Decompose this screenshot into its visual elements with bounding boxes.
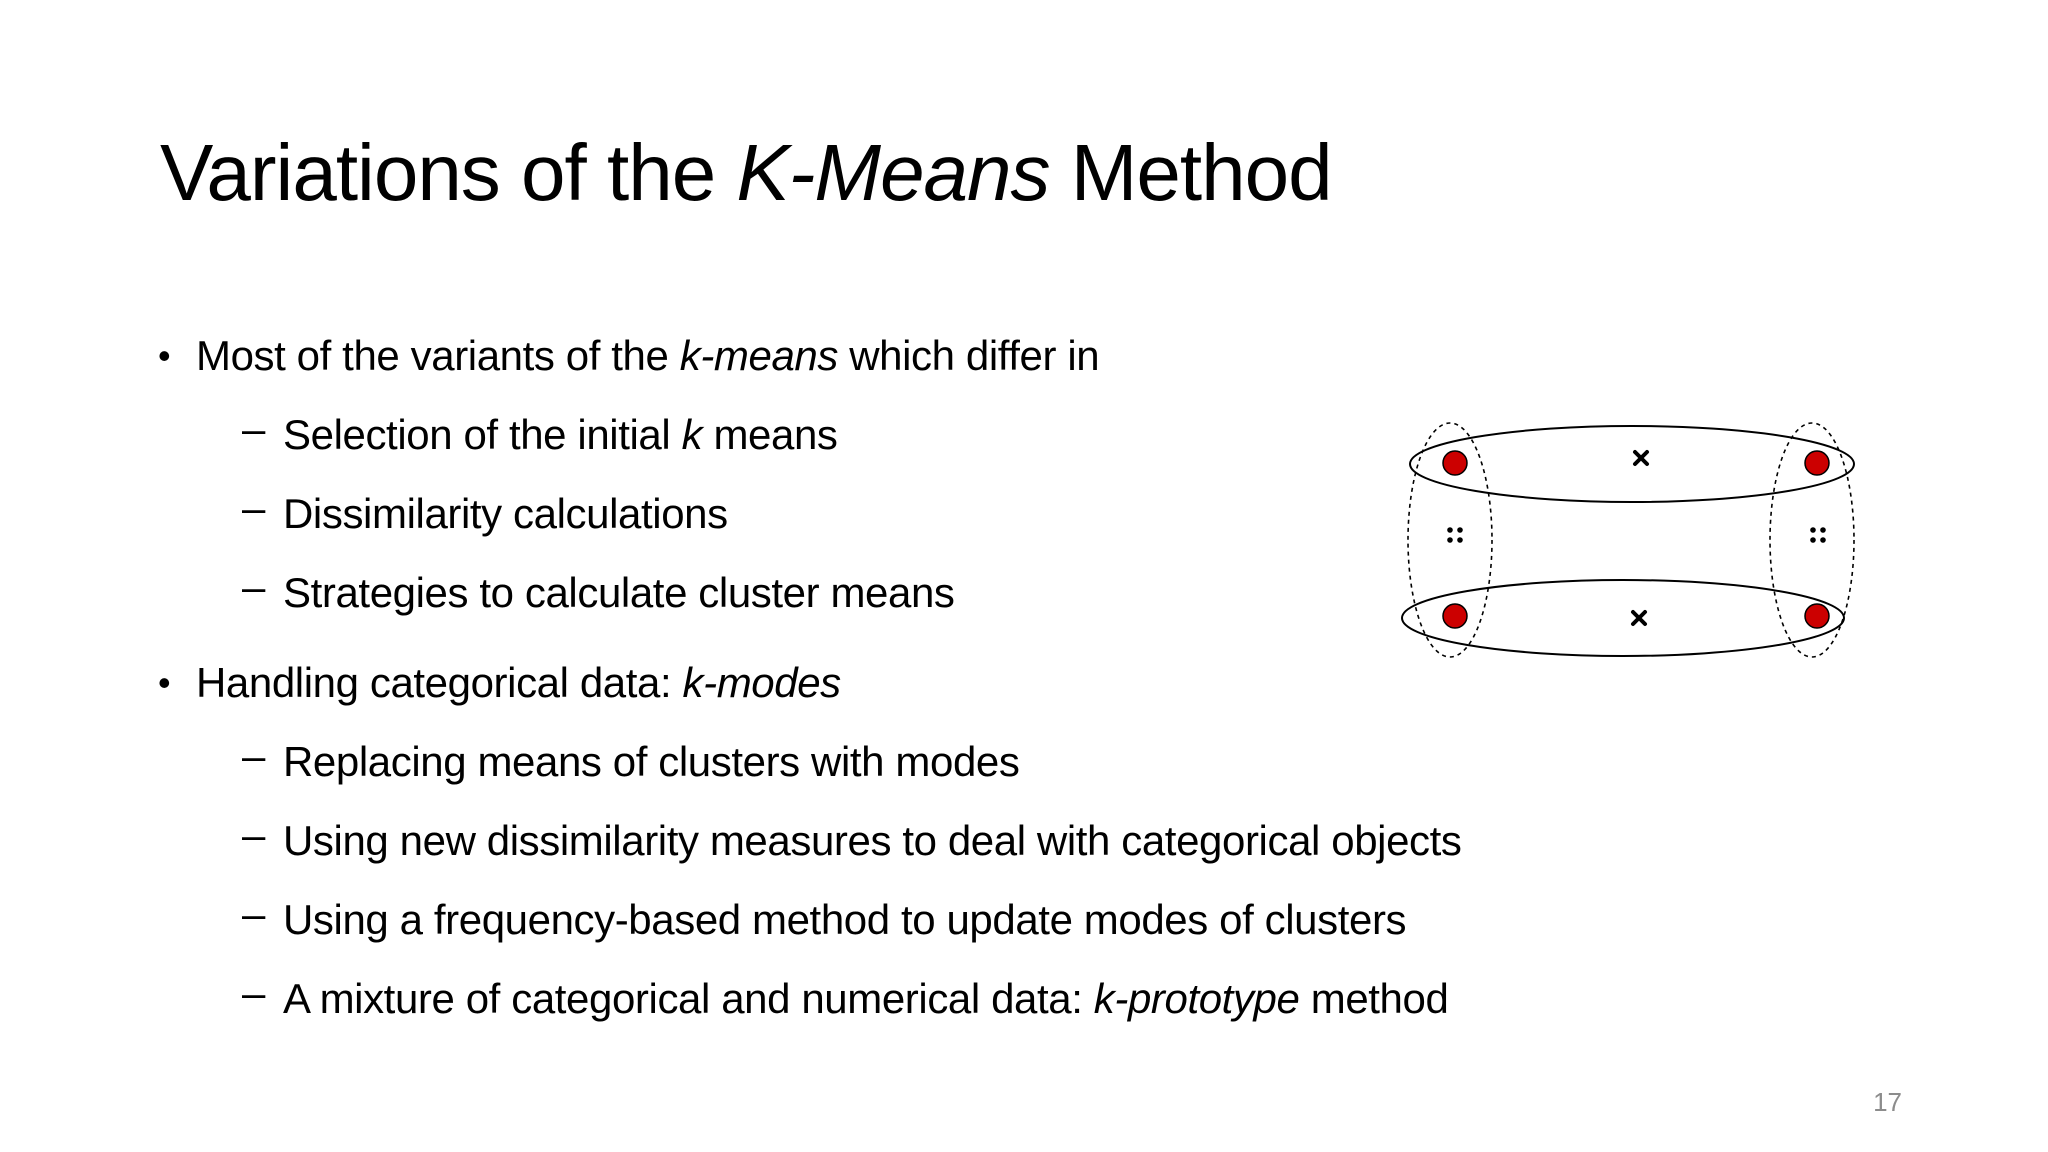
slide-title: Variations of the K-Means Method	[160, 118, 1333, 228]
x-mark-icon	[1631, 610, 1647, 626]
bullet-text: Most of the variants of the	[196, 332, 680, 379]
bullet-suffix: which differ in	[837, 332, 1100, 379]
sub-bullet-item: –Using new dissimilarity measures to dea…	[156, 811, 1916, 871]
sub-bullet-text: A mixture of categorical and numerical d…	[283, 975, 1094, 1022]
dashed-left-cluster	[1407, 422, 1493, 658]
bullet-text: Handling categorical data:	[196, 659, 683, 706]
four-dot-mark-icon	[1810, 527, 1826, 543]
sub-bullet-item: –A mixture of categorical and numerical …	[156, 969, 1916, 1029]
data-point	[1442, 450, 1468, 476]
kmeans-clustering-diagram	[1401, 422, 1855, 658]
data-point	[1804, 450, 1830, 476]
sub-bullet-item: –Using a frequency-based method to updat…	[156, 890, 1916, 950]
sub-bullet-text: Using new dissimilarity measures to deal…	[283, 817, 1462, 864]
solid-bottom-cluster	[1401, 579, 1845, 657]
page-number: 17	[1873, 1087, 1902, 1117]
bullet-emphasis: k-modes	[682, 659, 842, 706]
solid-top-cluster	[1409, 425, 1855, 503]
x-mark-icon	[1633, 450, 1649, 466]
sub-bullet-item: –Replacing means of clusters with modes	[156, 732, 1916, 792]
sub-bullet-text: Strategies to calculate cluster means	[283, 569, 955, 616]
title-emphasis: K-Means	[736, 128, 1050, 217]
slide-body: • Most of the variants of the k-means whi…	[156, 326, 1916, 1029]
sub-bullet-marker: –	[242, 890, 265, 937]
sub-bullet-marker: –	[242, 811, 265, 858]
sub-bullet-item: –Selection of the initial k means	[156, 405, 1916, 465]
sub-bullet-item: –Dissimilarity calculations	[156, 484, 1916, 544]
sub-bullet-marker: –	[242, 484, 265, 531]
data-point	[1442, 603, 1468, 629]
sub-bullet-suffix: method	[1299, 975, 1449, 1022]
bullet-item: • Handling categorical data: k-modes	[156, 653, 1916, 713]
dashed-right-cluster	[1769, 422, 1855, 658]
sub-bullet-marker: –	[242, 969, 265, 1016]
sub-bullet-emphasis: k	[681, 411, 703, 458]
sub-bullet-text: Replacing means of clusters with modes	[283, 738, 1020, 785]
data-point	[1804, 603, 1830, 629]
sub-bullet-text: Selection of the initial	[283, 411, 682, 458]
sub-bullet-marker: –	[242, 732, 265, 779]
sub-bullet-emphasis: k-prototype	[1093, 975, 1300, 1022]
sub-bullet-text: Dissimilarity calculations	[283, 490, 728, 537]
sub-bullet-item: –Strategies to calculate cluster means	[156, 563, 1916, 623]
four-dot-mark-icon	[1447, 527, 1463, 543]
title-prefix: Variations of the	[160, 128, 737, 217]
bullet-marker: •	[158, 335, 171, 376]
sub-bullet-suffix: means	[702, 411, 838, 458]
sub-bullet-marker: –	[242, 405, 265, 452]
sub-bullet-text: Using a frequency-based method to update…	[283, 896, 1407, 943]
sub-bullet-marker: –	[242, 563, 265, 610]
title-suffix: Method	[1049, 128, 1333, 217]
bullet-item: • Most of the variants of the k-means whi…	[156, 326, 1916, 386]
bullet-emphasis: k-means	[679, 332, 839, 379]
bullet-marker: •	[158, 662, 171, 703]
